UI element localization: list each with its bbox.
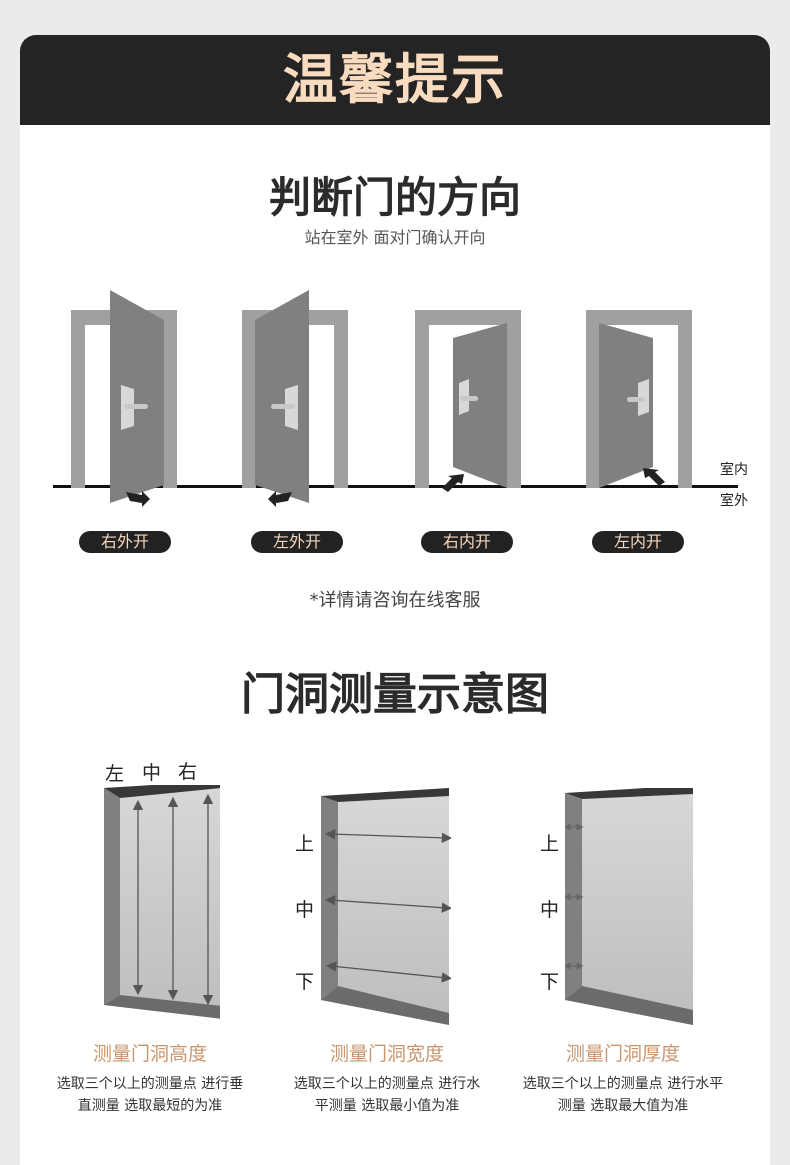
point-label: 右 — [178, 761, 198, 783]
consult-note: *详情请咨询在线客服 — [309, 590, 481, 611]
width-measure-diagram-icon — [321, 788, 451, 1025]
point-label: 中 — [295, 899, 315, 921]
label-outside: 室外 — [720, 493, 748, 509]
door-right-outward-icon — [71, 290, 177, 507]
banner-title: 温馨提示 — [283, 48, 507, 111]
door-type-badge: 右外开 — [79, 531, 171, 553]
measure-height-desc: 选取三个以上的测量点 进行垂 直测量 选取最短的为准 — [25, 1073, 275, 1117]
label-inside: 室内 — [720, 462, 748, 478]
measure-height-title: 测量门洞高度 — [92, 1043, 207, 1065]
section-subtitle: 站在室外 面对门确认开向 — [304, 228, 486, 247]
desc-line: 选取三个以上的测量点 进行水 — [293, 1076, 481, 1092]
thickness-measure-diagram-icon — [565, 788, 693, 1025]
desc-line: 选取三个以上的测量点 进行水平 — [522, 1076, 724, 1092]
point-label: 下 — [540, 971, 560, 993]
section-title-measure: 门洞测量示意图 — [241, 669, 549, 720]
point-label: 左 — [105, 763, 125, 785]
point-label: 中 — [142, 762, 162, 784]
desc-line: 测量 选取最大值为准 — [557, 1098, 689, 1114]
measure-thickness-desc: 选取三个以上的测量点 进行水平 测量 选取最大值为准 — [498, 1073, 748, 1117]
desc-line: 平测量 选取最小值为准 — [314, 1098, 460, 1114]
measure-width-desc: 选取三个以上的测量点 进行水 平测量 选取最小值为准 — [262, 1073, 512, 1117]
height-measure-diagram-icon — [104, 785, 220, 1019]
point-label: 上 — [540, 833, 560, 855]
floor-line — [53, 485, 738, 488]
measure-thickness-title: 测量门洞厚度 — [565, 1043, 680, 1065]
point-label: 下 — [295, 971, 315, 993]
door-type-badge: 右内开 — [421, 531, 513, 553]
tips-card: 温馨提示 判断门的方向 站在室外 面对门确认开向 室内 室外 右外开 左外开 — [20, 35, 770, 1165]
door-left-inward-icon — [586, 310, 692, 488]
door-right-inward-icon — [415, 310, 521, 492]
desc-line: 选取三个以上的测量点 进行垂 — [56, 1076, 244, 1092]
point-label: 中 — [540, 899, 560, 921]
measure-width-title: 测量门洞宽度 — [329, 1043, 444, 1065]
section-title-door-direction: 判断门的方向 — [268, 173, 521, 222]
banner: 温馨提示 — [20, 35, 770, 125]
door-left-outward-icon — [242, 290, 348, 507]
desc-line: 直测量 选取最短的为准 — [77, 1098, 223, 1114]
door-type-badge: 左内开 — [592, 531, 684, 553]
point-label: 上 — [295, 833, 315, 855]
door-type-badge: 左外开 — [251, 531, 343, 553]
